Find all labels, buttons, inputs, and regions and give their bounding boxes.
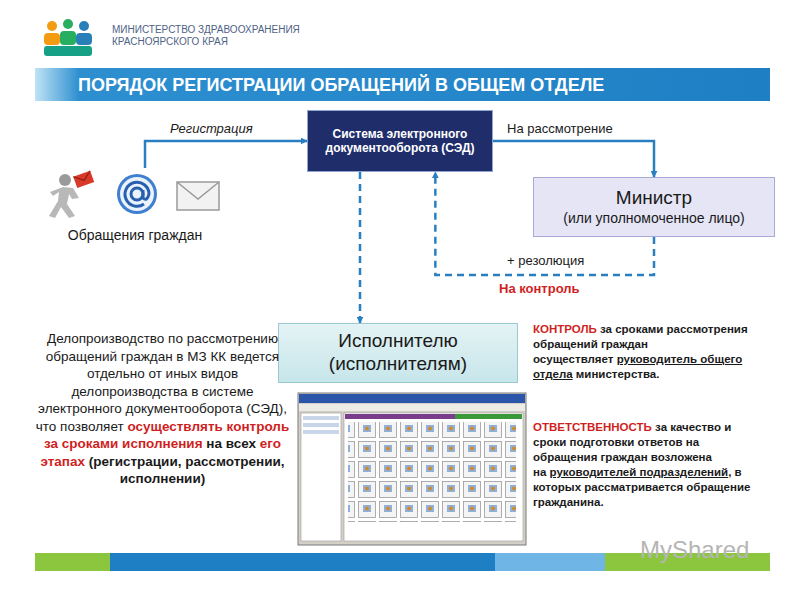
paragraph-text: Делопроизводство по рассмотрению обращен… bbox=[36, 331, 287, 434]
minister-box: Министр(или уполномоченное лицо) bbox=[533, 177, 775, 237]
paragraph-text: министерства. bbox=[576, 368, 660, 380]
flow-arrow bbox=[493, 141, 654, 177]
node-heading: Министр bbox=[616, 187, 692, 210]
ministry-name: МИНИСТЕРСТВО ЗДРАВООХРАНЕНИЯ КРАСНОЯРСКО… bbox=[112, 24, 332, 48]
text-paragraph: ОТВЕТСТВЕННОСТЬза качество и сроки подго… bbox=[533, 420, 765, 510]
edge-label: Регистрация bbox=[168, 121, 255, 136]
node-heading: Исполнителю (исполнителям) bbox=[287, 330, 509, 376]
sed-screenshot bbox=[298, 393, 526, 545]
citizen-appeals: Обращения граждан bbox=[40, 168, 230, 250]
paragraph-text: руководителей подразделений bbox=[550, 466, 729, 478]
text-paragraph: КОНТРОЛЬза сроками рассмотрения обращени… bbox=[533, 322, 765, 382]
paragraph-text: ОТВЕТСТВЕННОСТЬ bbox=[533, 421, 652, 433]
sed-system-box: Система электронного документооборота (С… bbox=[307, 110, 493, 172]
paragraph-text: (регистрации, рассмотрении, исполнении) bbox=[89, 454, 285, 487]
node-subtext: (или уполномоченное лицо) bbox=[563, 210, 745, 227]
appeal-icons bbox=[45, 168, 225, 220]
paragraph-text: КОНТРОЛЬ bbox=[533, 323, 597, 335]
flow-arrow bbox=[145, 141, 307, 168]
executors-box: Исполнителю (исполнителям) bbox=[278, 323, 518, 383]
title-bar bbox=[35, 68, 770, 101]
edge-label: + резолюция bbox=[505, 253, 586, 268]
paragraph-text: на всех bbox=[206, 436, 256, 451]
watermark: MyShared bbox=[640, 536, 770, 565]
node-heading: Система электронного документооборота (С… bbox=[314, 127, 486, 156]
edge-label: На рассмотрение bbox=[505, 121, 615, 136]
node-heading: Обращения граждан bbox=[68, 227, 202, 244]
text-paragraph: Делопроизводство по рассмотрению обращен… bbox=[35, 330, 290, 488]
control-note: На контроль bbox=[497, 281, 582, 297]
ministry-logo bbox=[44, 19, 92, 56]
flow-arrow bbox=[359, 172, 362, 323]
slide-title: ПОРЯДОК РЕГИСТРАЦИИ ОБРАЩЕНИЙ В ОБЩЕМ ОТ… bbox=[78, 74, 768, 96]
